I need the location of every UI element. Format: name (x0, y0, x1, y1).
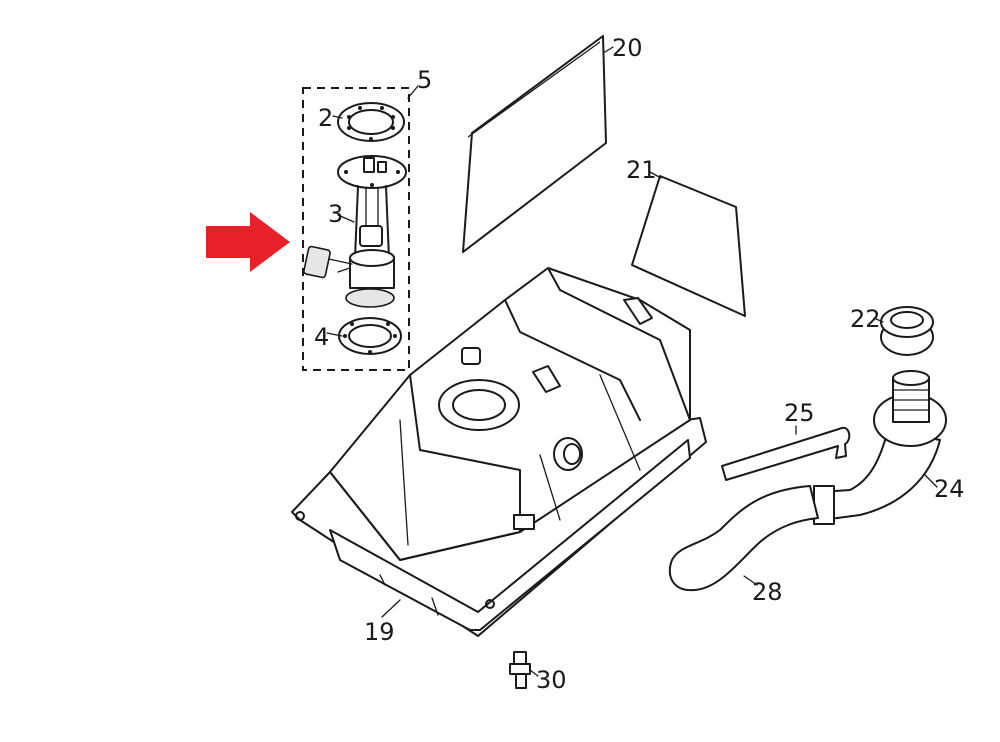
part-24-filler-neck (813, 370, 947, 525)
part-30-drain-plug (509, 651, 531, 689)
label-part-19: 19 (364, 618, 395, 646)
label-part-20: 20 (612, 34, 643, 62)
label-part-24: 24 (934, 475, 965, 503)
part-25-vent-tube (721, 426, 851, 481)
part-4-lock-ring (338, 317, 402, 355)
label-part-3: 3 (328, 200, 343, 228)
part-19-fuel-tank (291, 267, 707, 637)
label-part-30: 30 (536, 666, 567, 694)
leader-lines (326, 46, 938, 677)
part-20-pad (462, 35, 607, 253)
part-28-hose (668, 485, 819, 592)
part-21-pad (631, 175, 746, 317)
right-arrow-icon (206, 212, 290, 272)
part-22-cap (880, 306, 934, 356)
label-part-22: 22 (850, 305, 881, 333)
part-3-fuel-pump (303, 155, 407, 308)
label-part-21: 21 (626, 156, 657, 184)
label-part-4: 4 (314, 323, 329, 351)
label-part-5: 5 (417, 66, 432, 94)
label-part-2: 2 (318, 104, 333, 132)
pump-assembly-box (302, 87, 410, 371)
label-part-25: 25 (784, 399, 815, 427)
label-part-28: 28 (752, 578, 783, 606)
part-2-gasket (337, 102, 405, 142)
